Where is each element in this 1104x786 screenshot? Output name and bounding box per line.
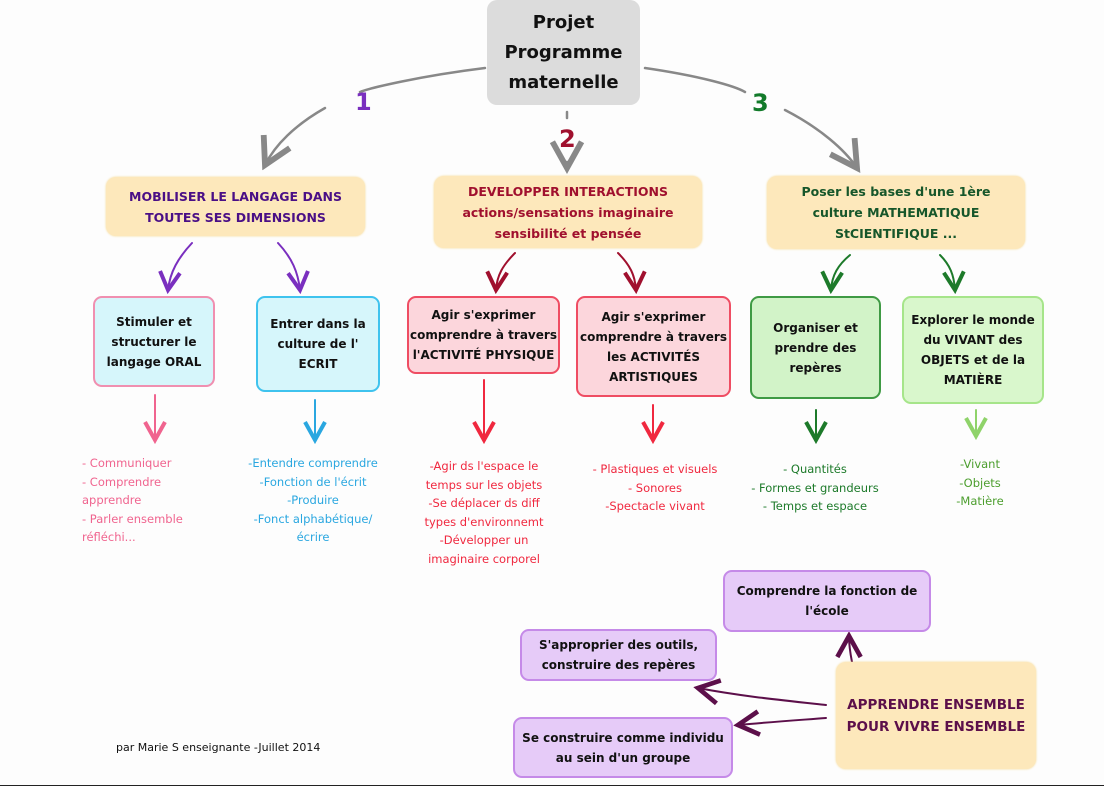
link-3-a	[831, 254, 851, 290]
branch-3-title: Poser les bases d'une 1ère culture MATHE…	[801, 184, 991, 241]
link-root-1	[358, 66, 487, 94]
branch-1-title: MOBILISER LE LANGAGE DANS TOUTES SES DIM…	[129, 188, 342, 225]
branch-2-node[interactable]: DEVELOPPER INTERACTIONS actions/sensatio…	[434, 176, 702, 248]
link-2-b	[617, 252, 636, 290]
branch-2-title: DEVELOPPER INTERACTIONS actions/sensatio…	[462, 183, 674, 241]
sub-oral-label: Stimuler et structurer le langage ORAL	[106, 314, 202, 369]
sub-physique-node[interactable]: Agir s'exprimer comprendre à travers l'A…	[407, 296, 560, 374]
sub-oral-node[interactable]: Stimuler et structurer le langage ORAL	[93, 296, 215, 387]
link-ens-outils	[698, 688, 827, 706]
leaves-reperes: - Quantités - Formes et grandeurs - Temp…	[751, 462, 879, 513]
ensemble-sub-individu[interactable]: Se construire comme individu au sein d'u…	[513, 717, 733, 778]
sub-reperes-node[interactable]: Organiser et prendre des repères	[750, 296, 881, 399]
ensemble-node[interactable]: APPRENDRE ENSEMBLE POUR VIVRE ENSEMBLE	[836, 662, 1036, 769]
ensemble-sub-outils[interactable]: S'approprier des outils, construire des …	[520, 629, 717, 681]
sub-reperes-label: Organiser et prendre des repères	[773, 320, 858, 375]
branch-number-1: 1	[355, 88, 372, 116]
branch-1-node[interactable]: MOBILISER LE LANGAGE DANS TOUTES SES DIM…	[106, 177, 365, 236]
leaves-ecrit: -Entendre comprendre -Fonction de l'écri…	[248, 456, 378, 544]
link-root-1b	[265, 106, 327, 165]
branch-3-node[interactable]: Poser les bases d'une 1ère culture MATHE…	[767, 176, 1025, 249]
sub-artistique-label: Agir s'exprimer comprendre à travers les…	[580, 309, 727, 384]
sub-ecrit-label: Entrer dans la culture de l' ECRIT	[270, 317, 366, 371]
link-1-b	[277, 242, 300, 290]
link-ens-individu	[738, 718, 827, 725]
ensemble-sub-outils-label: S'approprier des outils, construire des …	[538, 638, 699, 672]
link-3-b	[939, 254, 955, 290]
leaves-vivant: -Vivant -Objets -Matière	[956, 457, 1004, 508]
author-credit: par Marie S enseignante -Juillet 2014	[116, 741, 321, 754]
ensemble-sub-ecole-label: Comprendre la fonction de l'école	[736, 584, 918, 618]
leaves-physique: -Agir ds l'espace le temps sur les objet…	[424, 459, 544, 566]
sub-vivant-label: Explorer le monde du VIVANT des OBJETS e…	[911, 313, 1035, 387]
link-root-3b	[783, 108, 857, 168]
root-node[interactable]: Projet Programme maternelle	[487, 0, 640, 105]
link-1-a	[168, 242, 193, 290]
sub-artistique-node[interactable]: Agir s'exprimer comprendre à travers les…	[576, 296, 731, 397]
sub-physique-label: Agir s'exprimer comprendre à travers l'A…	[410, 308, 557, 362]
ensemble-title: APPRENDRE ENSEMBLE POUR VIVRE ENSEMBLE	[846, 696, 1026, 735]
sub-vivant-node[interactable]: Explorer le monde du VIVANT des OBJETS e…	[902, 296, 1044, 404]
leaves-artistique: - Plastiques et visuels - Sonores -Spect…	[592, 462, 718, 513]
ensemble-sub-ecole[interactable]: Comprendre la fonction de l'école	[723, 570, 931, 632]
leaves-oral: - Communiquer - Comprendre apprendre - P…	[82, 456, 183, 544]
sub-ecrit-node[interactable]: Entrer dans la culture de l' ECRIT	[256, 296, 380, 392]
link-root-3	[643, 66, 747, 94]
link-ens-ecole	[849, 636, 852, 663]
branch-number-2: 2	[559, 125, 576, 153]
link-2-a	[496, 252, 516, 290]
ensemble-sub-individu-label: Se construire comme individu au sein d'u…	[522, 730, 724, 765]
root-title: Projet Programme maternelle	[504, 11, 623, 93]
branch-number-3: 3	[752, 89, 769, 117]
